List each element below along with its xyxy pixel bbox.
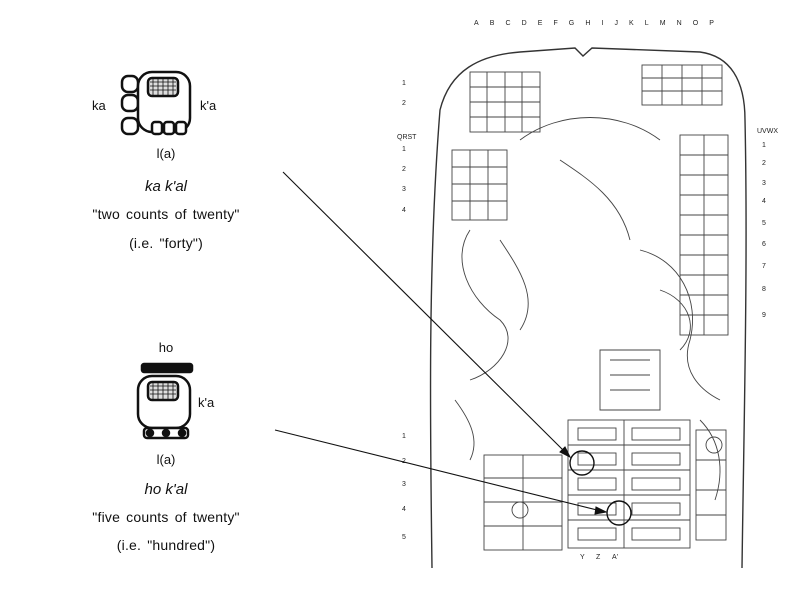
- right-row-label: 3: [762, 180, 766, 187]
- col-label: E: [537, 20, 543, 27]
- bottom-column-label: A': [612, 554, 619, 561]
- left-row-label: 2: [402, 458, 406, 465]
- col-label: L: [644, 20, 649, 27]
- bottom-column-label: Y: [580, 554, 585, 561]
- left-row-label: 2: [402, 100, 406, 107]
- glyph-ka-kal: [120, 70, 192, 136]
- right-row-label: 8: [762, 286, 766, 293]
- glyph1-bottom-label: l(a): [156, 146, 176, 161]
- col-label: B: [489, 20, 495, 27]
- glyph-ho-kal: [136, 362, 194, 440]
- pointer-arrows: [274, 171, 608, 515]
- left-row-label: 2: [402, 166, 406, 173]
- glyph1-reading: ka k'al: [144, 178, 188, 195]
- arrow-lower: [274, 429, 602, 512]
- col-label: J: [614, 20, 618, 27]
- highlight-circle-lower: [606, 500, 632, 526]
- right-row-label: 4: [762, 198, 766, 205]
- col-label: D: [521, 20, 527, 27]
- glyph2-bottom-label: l(a): [156, 452, 176, 467]
- col-label: I: [601, 20, 604, 27]
- col-label: P: [709, 20, 714, 27]
- right-row-label: 1: [762, 142, 766, 149]
- left-row-label: 3: [402, 481, 406, 488]
- glyph2-reading: ho k'al: [144, 481, 188, 498]
- col-label: N: [676, 20, 682, 27]
- left-row-label: 1: [402, 433, 406, 440]
- left-row-label: 1: [402, 80, 406, 87]
- left-row-label: 4: [402, 207, 406, 214]
- col-label: G: [568, 20, 575, 27]
- glyph2-gloss: (i.e. "hundred"): [116, 537, 216, 553]
- right-row-label: 2: [762, 160, 766, 167]
- col-label: C: [505, 20, 511, 27]
- glyph1-left-label: ka: [92, 98, 106, 113]
- glyph1-right-label: k'a: [200, 98, 217, 113]
- right-row-label: 9: [762, 312, 766, 319]
- glyph2-meaning: "five counts of twenty": [92, 509, 240, 525]
- bottom-column-label: Z: [596, 554, 601, 561]
- col-label: M: [659, 20, 666, 27]
- left-row-label: 1: [402, 146, 406, 153]
- right-block-header: UVWX: [757, 128, 778, 135]
- right-row-label: 5: [762, 220, 766, 227]
- col-label: F: [553, 20, 558, 27]
- col-label: H: [585, 20, 591, 27]
- left-row-label: 3: [402, 186, 406, 193]
- left-block-header: QRST: [397, 134, 417, 141]
- glyph2-top-label: ho: [158, 340, 174, 355]
- arrow-upper: [282, 171, 567, 454]
- glyph1-meaning: "two counts of twenty": [92, 206, 240, 222]
- right-row-label: 6: [762, 241, 766, 248]
- top-column-labels: A B C D E F G H I J K L M N O P: [474, 20, 714, 27]
- glyph1-gloss: (i.e. "forty"): [129, 235, 203, 251]
- right-row-label: 7: [762, 263, 766, 270]
- stela-carving: [451, 64, 729, 551]
- col-label: A: [474, 20, 479, 27]
- left-row-label: 4: [402, 506, 406, 513]
- left-row-label: 5: [402, 534, 406, 541]
- col-label: O: [692, 20, 699, 27]
- glyph2-right-label: k'a: [198, 395, 215, 410]
- stela-outline: [429, 47, 747, 569]
- col-label: K: [629, 20, 634, 27]
- highlight-circle-upper: [569, 450, 595, 476]
